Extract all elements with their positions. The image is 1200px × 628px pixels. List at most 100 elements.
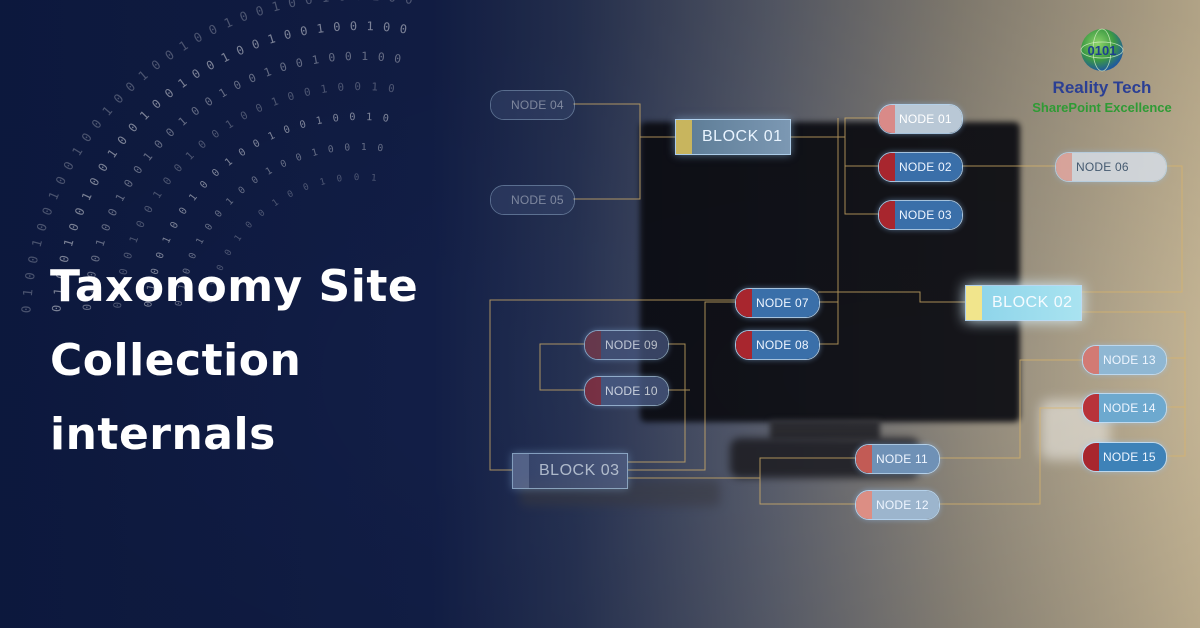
binary-digit: 0 [332,113,340,125]
headline: Taxonomy Site Collection internals [50,250,510,472]
binary-digit: 1 [316,21,325,36]
block-03-marker [513,454,529,488]
binary-digit: 0 [382,113,389,125]
node-05-marker [491,186,507,214]
block-01-marker [676,120,692,154]
binary-digit: 0 [399,22,408,37]
binary-digit: 0 [279,158,289,171]
node-08: NODE 08 [735,330,820,360]
binary-digit: 0 [299,119,308,131]
binary-digit: 1 [127,234,141,245]
binary-digit: 1 [366,112,372,123]
binary-digit: 0 [237,147,248,160]
node-02-label: NODE 02 [895,153,962,181]
binary-digit: 0 [254,101,265,116]
binary-digit: 0 [354,80,361,93]
node-12-marker [856,491,872,519]
node-02: NODE 02 [878,152,963,182]
headline-line-2: Collection [50,335,302,386]
binary-digit: 0 [205,297,216,304]
binary-digit: 1 [29,238,45,249]
binary-digit: 1 [161,235,174,245]
node-09: NODE 09 [584,330,669,360]
binary-digit: 0 [57,254,72,264]
binary-digit: 0 [377,50,385,64]
binary-digit: 0 [236,184,248,196]
binary-digit: 0 [111,301,125,309]
binary-digit: 1 [187,192,199,204]
node-10-label: NODE 10 [601,377,668,405]
binary-digit: 0 [337,80,345,94]
node-11: NODE 11 [855,444,940,474]
binary-digit: 1 [311,147,320,159]
binary-digit: 0 [155,251,167,260]
node-14-marker [1083,394,1099,422]
binary-digit: 0 [257,208,268,219]
node-09-label: NODE 09 [601,331,668,359]
binary-digit: 0 [254,3,266,20]
binary-digit: 1 [366,19,374,33]
binary-digit: 0 [53,271,68,280]
node-05: NODE 05 [490,185,575,215]
binary-digit: 0 [387,82,395,96]
binary-digit: 0 [18,305,33,313]
node-15-label: NODE 15 [1099,443,1166,471]
node-11-label: NODE 11 [872,445,939,473]
binary-digit: 0 [350,19,358,33]
binary-digit: 1 [262,64,273,80]
node-02-marker [879,153,895,181]
binary-digit: 0 [344,142,351,153]
binary-digit: 0 [338,0,347,4]
node-12-label: NODE 12 [872,491,939,519]
binary-digit: 0 [223,248,234,258]
block-01: BLOCK 01 [675,119,791,155]
binary-digit: 1 [20,288,36,297]
binary-digit: 1 [81,286,96,295]
binary-digit: 0 [116,267,130,276]
binary-digit: 1 [315,115,323,127]
binary-digit: 0 [328,50,337,65]
binary-digit: 0 [327,144,335,156]
node-06: NODE 06 [1055,152,1167,182]
logo-name: Reality Tech [1052,78,1152,97]
binary-digit: 0 [250,37,262,53]
reality-tech-logo: 0101 Reality Tech SharePoint Excellence [1028,28,1176,124]
headline-line-3: internals [50,409,276,460]
binary-digit: 0 [336,174,343,185]
binary-digit: 1 [51,287,66,296]
background-monitor-stand [770,420,880,440]
node-08-marker [736,331,752,359]
node-10: NODE 10 [584,376,669,406]
node-08-label: NODE 08 [752,331,819,359]
binary-digit: 0 [244,220,255,231]
node-12: NODE 12 [855,490,940,520]
binary-digit: 1 [113,284,127,292]
node-07: NODE 07 [735,288,820,318]
node-01-label: NODE 01 [895,105,962,133]
binary-digit: 1 [361,142,367,153]
headline-line-1: Taxonomy Site [50,261,419,312]
binary-digit: 0 [354,173,360,183]
node-13-marker [1083,346,1099,374]
binary-digit: 1 [209,280,220,288]
binary-digit: 0 [174,300,186,307]
binary-digit: 0 [66,221,82,232]
block-02-label: BLOCK 02 [982,286,1081,320]
binary-digit: 0 [344,49,352,63]
binary-digit: 0 [393,51,402,66]
binary-digit: 1 [361,49,368,63]
binary-digit: 1 [371,0,379,3]
binary-digit: 0 [22,271,38,281]
globe-binary-icon: 0101 [1080,28,1124,72]
node-07-label: NODE 07 [752,289,819,317]
node-01-marker [879,105,895,133]
binary-digit: 1 [321,0,330,5]
binary-digit: 0 [286,89,296,103]
binary-digit: 0 [383,20,391,35]
binary-digit: 0 [133,218,148,229]
block-03-label: BLOCK 03 [529,454,627,488]
binary-digit: 1 [371,80,378,93]
node-10-marker [585,377,601,405]
